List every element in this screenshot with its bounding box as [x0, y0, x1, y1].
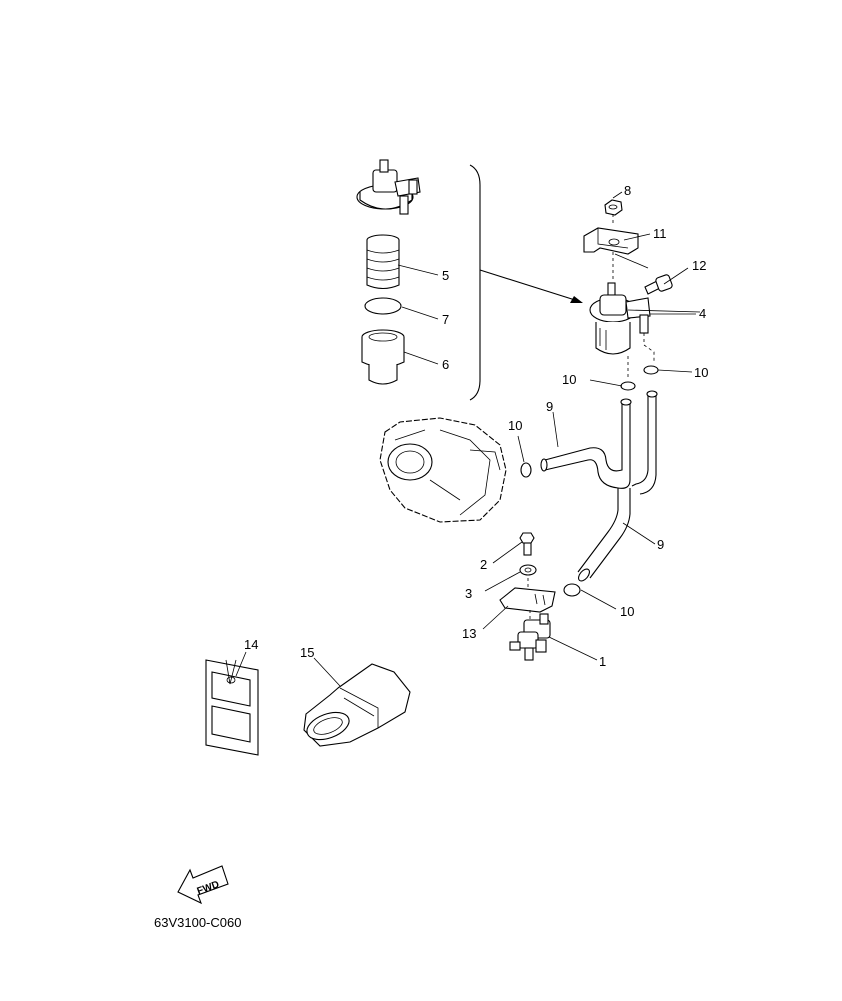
- fuel-joint-part-1: [509, 578, 551, 661]
- callout-10-bottom: 10: [620, 604, 634, 619]
- carburetor-reference-outline: [379, 417, 507, 523]
- o-ring-part-7: [364, 297, 402, 315]
- fuel-filter-part-4: [589, 282, 651, 355]
- filter-cup-part-6: [361, 329, 405, 385]
- fuel-hose-part-9: [540, 390, 658, 582]
- callout-4: 4: [699, 306, 706, 321]
- callout-15: 15: [300, 645, 314, 660]
- bolt-part-2: [519, 532, 535, 556]
- callout-9-lower: 9: [657, 537, 664, 552]
- assembly-guide-lines: [612, 214, 701, 380]
- nut-part-8: [604, 199, 623, 216]
- callout-1: 1: [599, 654, 606, 669]
- callout-8: 8: [624, 183, 631, 198]
- callout-3: 3: [465, 586, 472, 601]
- callout-7: 7: [442, 312, 449, 327]
- filter-breakdown-bracket: [469, 164, 583, 401]
- callout-11: 11: [653, 226, 667, 241]
- intake-cover-part-15: [303, 663, 411, 747]
- plate-part-13: [499, 587, 556, 613]
- callout-10-right: 10: [694, 365, 708, 380]
- callout-9-upper: 9: [546, 399, 553, 414]
- callout-14: 14: [244, 637, 258, 652]
- washer-part-3: [519, 564, 537, 576]
- callout-labels: 1 2 3 4 5 6 7 8 9 9 10 10 10 10 11 12 13…: [244, 183, 708, 669]
- callout-12: 12: [692, 258, 706, 273]
- diagram-code: 63V3100-C060: [154, 915, 241, 930]
- hose-clip-part-10: [520, 365, 659, 597]
- bracket-part-11: [583, 227, 639, 255]
- callout-2: 2: [480, 557, 487, 572]
- forward-direction-arrow-icon: FWD: [177, 865, 229, 905]
- callout-5: 5: [442, 268, 449, 283]
- filter-element-part-5: [366, 234, 400, 290]
- callout-6: 6: [442, 357, 449, 372]
- callout-13: 13: [462, 626, 476, 641]
- bolt-part-12: [644, 274, 673, 295]
- callout-10-mid: 10: [562, 372, 576, 387]
- callout-leaders: [235, 191, 696, 687]
- label-sheet-part-14: [205, 659, 259, 756]
- callout-10-left: 10: [508, 418, 522, 433]
- filter-head-detail: [356, 159, 421, 215]
